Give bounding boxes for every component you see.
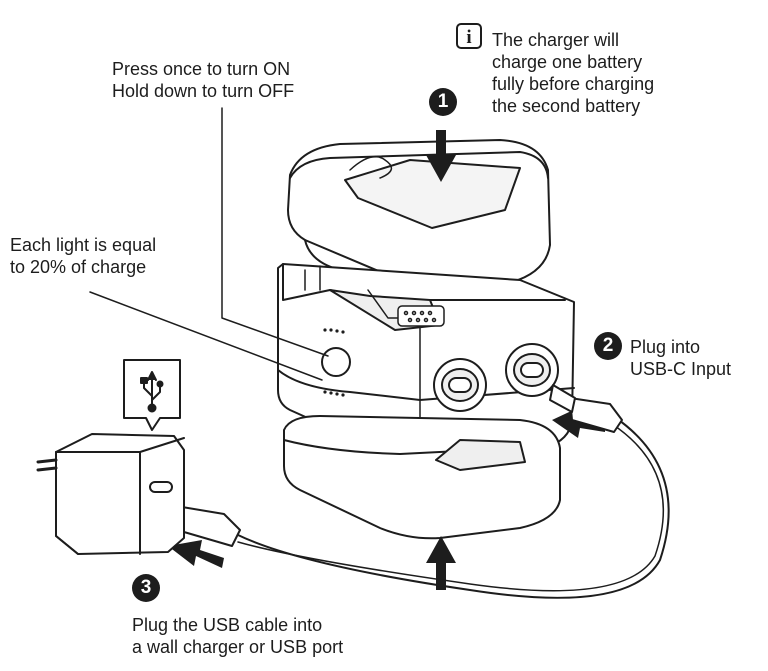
step-three-badge: 3: [132, 574, 160, 602]
power-button-label: Press once to turn ON Hold down to turn …: [112, 58, 294, 102]
charge-info-line-1: The charger will: [492, 30, 620, 50]
charge-info-line-4: the second battery: [492, 96, 641, 116]
top-battery: [287, 139, 551, 292]
power-button-line-1: Press once to turn ON: [112, 59, 291, 79]
usbc-input-label: Plug into USB-C Input: [630, 336, 731, 380]
charge-info-line-2: charge one battery: [492, 52, 643, 72]
power-button-line-2: Hold down to turn OFF: [112, 81, 295, 101]
arrow-up-icon: [426, 536, 456, 590]
usb-c-port-left: [433, 358, 487, 412]
arrow-down-icon: [426, 130, 456, 182]
light-info-label: Each light is equal to 20% of charge: [10, 234, 156, 278]
usb-symbol-icon: [140, 371, 164, 413]
wall-charger-line-2: a wall charger or USB port: [132, 637, 344, 657]
usbc-input-line-2: USB-C Input: [630, 359, 732, 379]
charge-info-line-3: fully before charging: [492, 74, 655, 94]
wall-charger-line-1: Plug the USB cable into: [132, 615, 323, 635]
leader-power-button: [221, 107, 329, 357]
info-icon: i: [456, 23, 482, 49]
usbc-input-line-1: Plug into: [630, 337, 701, 357]
step-two-badge: 2: [594, 332, 622, 360]
light-info-line-1: Each light is equal: [10, 235, 157, 255]
wall-charger-label: Plug the USB cable into a wall charger o…: [132, 614, 343, 658]
usb-port-icon: [149, 481, 173, 493]
light-info-line-2: to 20% of charge: [10, 257, 147, 277]
step-one-badge: 1: [429, 88, 457, 116]
power-button-icon: [321, 347, 351, 377]
wall-charger: [36, 433, 185, 555]
bottom-battery: [283, 415, 561, 540]
usb-c-port-right: [505, 343, 559, 397]
charge-info-label: The charger will charge one battery full…: [492, 29, 654, 117]
usb-callout: [123, 359, 181, 431]
charger-hub: [277, 263, 575, 459]
leader-lights: [89, 291, 323, 381]
arrow-left-icon-2: [168, 540, 224, 568]
